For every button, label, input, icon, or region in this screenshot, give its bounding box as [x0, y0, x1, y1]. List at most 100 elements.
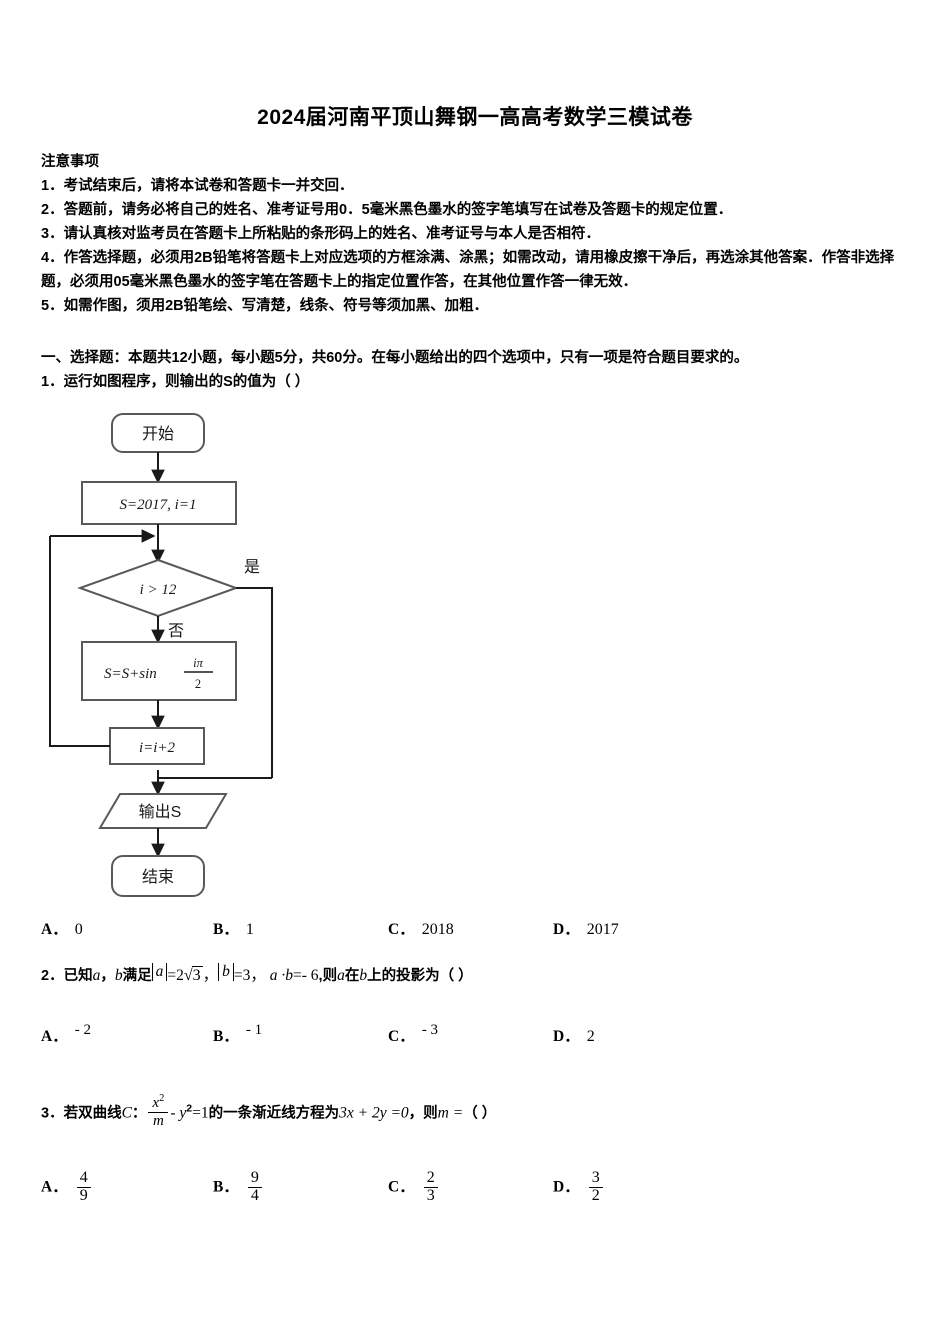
flow-label-process-numerator: iπ [193, 656, 203, 670]
question-2-number: 2． [41, 968, 64, 984]
question-3-denominator: m [148, 1112, 169, 1129]
option-3-D-numerator: 3 [591, 1169, 600, 1186]
question-2-options: A．- 2 B．- 1 C． - 3 D． 2 [41, 1022, 921, 1050]
option-1-A[interactable]: A．0 [41, 917, 83, 939]
flow-label-start: 开始 [142, 425, 174, 443]
question-2-suffix: 上的投影为（ ） [367, 968, 473, 984]
question-2-lead: 已知 [63, 968, 93, 984]
question-3-lead: 若双曲线 [63, 1105, 122, 1122]
sqrt-icon: √3 [183, 966, 203, 984]
option-2-A[interactable]: A．- 2 [41, 1022, 91, 1046]
flow-label-condition: i > 12 [140, 582, 177, 598]
option-3-C-label: C． [388, 1178, 415, 1196]
flowchart-program: 开始 S=2017, i=1 i > 12 是 否 S=S+sin iπ 2 i… [40, 408, 340, 903]
flow-node-init [81, 481, 237, 525]
option-3-A-denominator: 9 [76, 1186, 91, 1205]
section-heading: 一、选择题：本题共12小题，每小题5分，共60分。在每小题给出的四个选项中，只有… [41, 350, 749, 366]
option-2-D-value: 2 [586, 1028, 595, 1045]
option-2-C-value: - 3 [421, 1022, 438, 1038]
question-3-m: m = [437, 1104, 464, 1122]
option-1-C[interactable]: C．2018 [388, 917, 454, 939]
option-3-C-numerator: 2 [426, 1169, 435, 1186]
question-1-options: A．0 B．1 C．2018 D．2017 [41, 917, 921, 943]
flow-label-increment: i=i+2 [139, 740, 176, 756]
question-2-then: ,则 [318, 968, 338, 984]
question-2-eq3: =- 6 [293, 967, 319, 984]
flow-label-output: 输出S [139, 803, 182, 821]
flow-line-loopback [49, 536, 110, 747]
option-1-B[interactable]: B．1 [213, 917, 254, 939]
flow-label-no: 否 [168, 623, 184, 640]
option-2-B-label: B． [213, 1028, 239, 1045]
option-1-B-label: B． [213, 921, 239, 938]
question-3-num-exponent: 2 [159, 1093, 165, 1104]
flow-node-output [98, 793, 228, 829]
flow-line-yes-to-output [157, 777, 272, 786]
notice-line-5: 5．如需作图，须用2B铅笔绘、写清楚，线条、符号等须加黑、加粗． [41, 298, 489, 314]
question-2-b2: b [359, 967, 368, 984]
flow-label-yes: 是 [244, 559, 260, 576]
question-2-vec-a: a [92, 967, 101, 984]
question-3-mid: 的一条渐近线方程为 [208, 1105, 340, 1122]
option-1-D-value: 2017 [586, 921, 619, 938]
flow-line-yes [236, 587, 273, 778]
option-3-C-denominator: 3 [423, 1186, 438, 1205]
option-2-C-label: C． [388, 1028, 415, 1045]
option-1-A-label: A． [41, 921, 68, 938]
question-3-curve: C [121, 1104, 132, 1122]
option-3-B-denominator: 4 [247, 1186, 262, 1205]
question-3-minus-y: - y [170, 1104, 187, 1122]
option-1-D[interactable]: D．2017 [553, 917, 619, 939]
question-1-number: 1． [41, 374, 64, 390]
option-2-D-label: D． [553, 1028, 580, 1045]
question-3-then: ，则 [408, 1105, 438, 1122]
question-2-sqrt3: 3 [191, 966, 203, 984]
option-2-B[interactable]: B．- 1 [213, 1022, 262, 1046]
option-2-A-label: A． [41, 1028, 68, 1045]
option-2-C[interactable]: C． - 3 [388, 1022, 438, 1046]
option-3-B-numerator: 9 [250, 1169, 259, 1186]
flow-node-end [111, 855, 205, 897]
notice-line-1: 1．考试结束后，请将本试卷和答题卡一并交回． [41, 178, 354, 194]
question-2-vec-b: b [114, 967, 123, 984]
flow-label-process-denominator: 2 [195, 677, 201, 691]
question-3-number: 3． [41, 1105, 64, 1122]
question-3-numerator: x [152, 1095, 160, 1111]
flow-label-process: S=S+sin [104, 666, 157, 682]
notice-heading: 注意事项 [41, 154, 99, 170]
question-2-satisfy: 满足 [122, 968, 152, 984]
flow-label-init: S=2017, i=1 [120, 497, 197, 513]
option-3-A-label: A． [41, 1178, 68, 1196]
option-3-D-denominator: 2 [588, 1186, 603, 1205]
question-3-colon: ： [131, 1105, 147, 1122]
question-2-eq1: =2 [167, 967, 184, 984]
question-1-text: 运行如图程序，则输出的S的值为（ ） [63, 374, 310, 390]
question-1-stem: 1．运行如图程序，则输出的S的值为（ ） [41, 371, 309, 394]
option-3-A-numerator: 4 [79, 1169, 88, 1186]
question-3-asymptote: 3x + 2y =0 [339, 1104, 409, 1122]
page-title: 2024届河南平顶山舞钢一高高考数学三模试卷 [257, 106, 693, 129]
question-3-y-exponent: 2 [186, 1102, 193, 1115]
notice-line-4: 4．作答选择题，必须用2B铅笔将答题卡上对应选项的方框涂满、涂黑；如需改动，请用… [41, 250, 895, 290]
notice-line-2: 2．答题前，请务必将自己的姓名、准考证号用0．5毫米黑色墨水的签字笔填写在试卷及… [41, 202, 733, 218]
option-3-D-label: D． [553, 1178, 580, 1196]
option-2-D[interactable]: D． 2 [553, 1024, 595, 1046]
question-2-abs-a: a [151, 963, 168, 981]
question-3-paren: （ ） [463, 1105, 497, 1122]
question-2-dot: a ·b [269, 967, 294, 984]
notice-line-3: 3．请认真核对监考员在答题卡上所粘贴的条形码上的姓名、准考证号与本人是否相符． [41, 226, 601, 242]
question-2-eq2: =3 [233, 967, 251, 984]
question-2-abs-b: b [218, 963, 234, 981]
option-3-B-label: B． [213, 1178, 239, 1196]
